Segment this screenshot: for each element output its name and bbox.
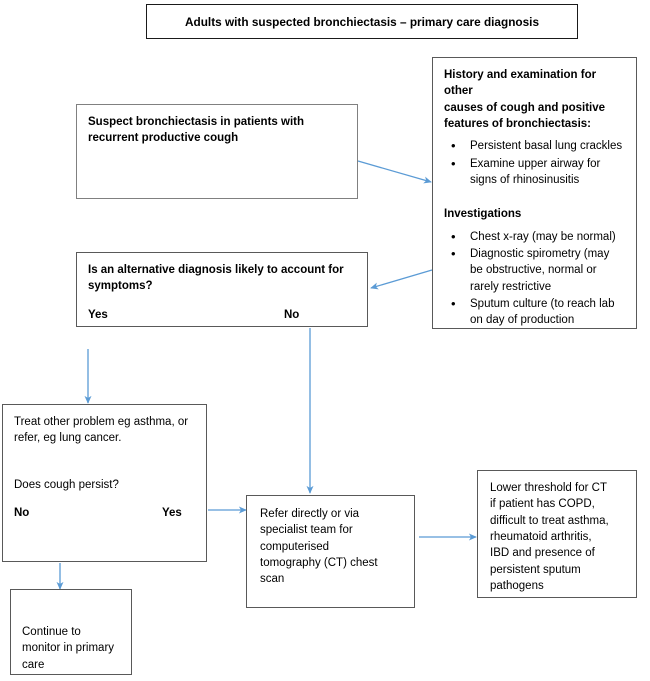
list-item: Persistent basal lung crackles <box>451 137 625 156</box>
suspect-line-1: Suspect bronchiectasis in patients with <box>88 116 304 128</box>
lower-threshold-line-5: IBD and presence of <box>490 547 595 560</box>
refer-ct-line-5: scan <box>260 573 285 586</box>
list-item: Diagnostic spirometry (may be obstructiv… <box>451 245 625 295</box>
treat-no-label: No <box>14 506 30 519</box>
arrow-history-to-decision <box>370 269 433 290</box>
history-heading-line-1: History and examination for other <box>444 69 597 98</box>
decision-question-line-2: symptoms? <box>88 280 153 293</box>
refer-ct-line-4: tomography (CT) chest <box>260 556 378 569</box>
decision-branch-labels: Yes No <box>88 307 356 323</box>
list-item: Examine upper airway for signs of rhinos… <box>451 155 625 189</box>
treat-line-1: Treat other problem eg asthma, or <box>14 416 189 428</box>
node-alternative-diagnosis-decision: Is an alternative diagnosis likely to ac… <box>76 252 368 327</box>
lower-threshold-line-1: Lower threshold for CT <box>490 482 607 494</box>
node-continue-monitor: Continue to monitor in primary care <box>10 589 132 675</box>
lower-threshold-line-6: persistent sputum <box>490 563 581 576</box>
node-lower-threshold-ct: Lower threshold for CT if patient has CO… <box>477 470 637 598</box>
treat-line-2: refer, eg lung cancer. <box>14 432 122 445</box>
lower-threshold-line-4: rheumatoid arthritis, <box>490 530 592 543</box>
decision-yes-label: Yes <box>88 308 108 321</box>
node-history-and-examination: History and examination for other causes… <box>432 57 637 329</box>
monitor-line-1: Continue to <box>22 626 81 638</box>
diagram-title-box: Adults with suspected bronchiectasis – p… <box>146 4 578 39</box>
investigations-list: Chest x-ray (may be normal) Diagnostic s… <box>444 228 625 329</box>
refer-ct-line-1: Refer directly or via <box>260 508 360 520</box>
refer-ct-line-2: specialist team for <box>260 524 353 537</box>
suspect-line-2: recurrent productive cough <box>88 132 239 145</box>
list-item: Sputum culture (to reach lab on day of p… <box>451 295 625 329</box>
node-suspect-bronchiectasis: Suspect bronchiectasis in patients with … <box>76 104 358 199</box>
lower-threshold-line-7: pathogens <box>490 579 544 592</box>
history-positive-features-list: Persistent basal lung crackles Examine u… <box>444 137 625 189</box>
diagram-title: Adults with suspected bronchiectasis – p… <box>184 15 540 29</box>
history-heading-line-2: causes of cough and positive <box>444 101 606 114</box>
lower-threshold-line-3: difficult to treat asthma, <box>490 514 609 527</box>
treat-yes-label: Yes <box>162 506 182 519</box>
investigations-heading: Investigations <box>444 208 522 221</box>
node-refer-ct: Refer directly or via specialist team fo… <box>246 495 415 608</box>
monitor-line-2: monitor in primary <box>22 642 115 655</box>
treat-question: Does cough persist? <box>14 478 119 491</box>
node-treat-other-problem: Treat other problem eg asthma, or refer,… <box>2 404 207 562</box>
refer-ct-line-3: computerised <box>260 540 330 553</box>
decision-no-label: No <box>284 308 300 321</box>
monitor-line-3: care <box>22 658 45 671</box>
lower-threshold-line-2: if patient has COPD, <box>490 498 595 511</box>
decision-question-line-1: Is an alternative diagnosis likely to ac… <box>88 264 344 276</box>
list-item: Chest x-ray (may be normal) <box>451 228 625 247</box>
history-heading-line-3: features of bronchiectasis: <box>444 117 591 130</box>
arrow-suspect-to-history <box>357 160 432 184</box>
treat-branch-labels: No Yes <box>14 505 195 521</box>
